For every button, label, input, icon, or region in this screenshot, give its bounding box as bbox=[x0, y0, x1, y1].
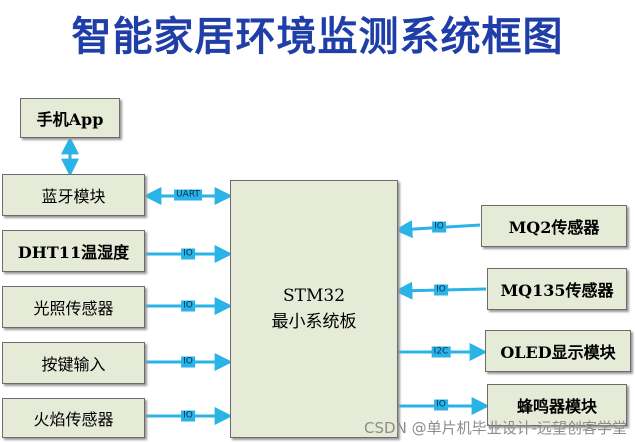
mcu-label-line2: 最小系统板 bbox=[271, 312, 357, 332]
link-label-dht11: IO bbox=[181, 248, 195, 260]
link-label-oled: I2C bbox=[431, 346, 451, 358]
link-label-uart: UART bbox=[174, 189, 202, 201]
phone-app-block: 手机App bbox=[20, 98, 120, 138]
link-label-keys: IO bbox=[181, 356, 195, 368]
flame-sensor-block: 火焰传感器 bbox=[2, 398, 145, 438]
link-label-buzzer: IO bbox=[434, 399, 448, 411]
buzzer-block: 蜂鸣器模块 bbox=[487, 384, 627, 426]
link-label-flame: IO bbox=[181, 410, 195, 422]
mq135-block: MQ135传感器 bbox=[487, 268, 627, 310]
mcu-block: STM32 最小系统板 bbox=[230, 180, 398, 438]
link-label-mq135: IO bbox=[434, 284, 448, 296]
dht11-block: DHT11温湿度 bbox=[2, 230, 145, 272]
link-label-mq2: IO bbox=[432, 221, 446, 233]
bluetooth-block: 蓝牙模块 bbox=[2, 174, 145, 216]
watermark: CSDN @单片机毕业设计-远望创客学堂 bbox=[364, 419, 627, 437]
mq2-block: MQ2传感器 bbox=[481, 205, 627, 247]
link-label-light: IO bbox=[181, 300, 195, 312]
diagram-title: 智能家居环境监测系统框图 bbox=[71, 14, 564, 60]
mcu-label-line1: STM32 bbox=[282, 286, 346, 306]
keys-block: 按键输入 bbox=[2, 342, 145, 384]
oled-block: OLED显示模块 bbox=[485, 330, 631, 372]
light-sensor-block: 光照传感器 bbox=[2, 286, 145, 328]
